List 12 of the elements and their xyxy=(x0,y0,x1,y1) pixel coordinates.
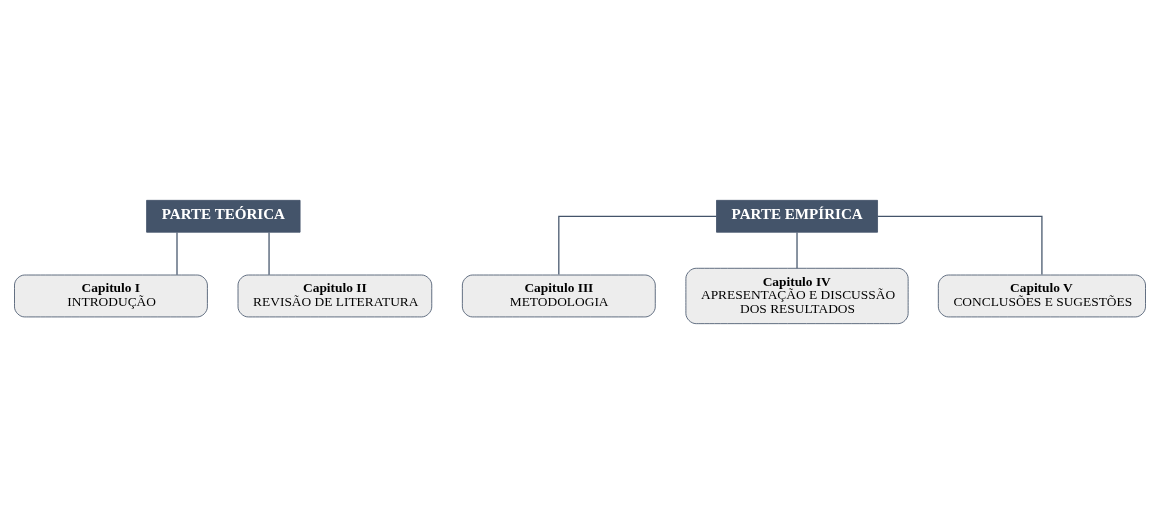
node-box: Capitulo V CONCLUSÕES E SUGESTÕES xyxy=(937,274,1146,318)
connector xyxy=(268,231,270,276)
connector xyxy=(796,231,798,269)
node-box: Capitulo IV APRESENTAÇÃO E DISCUSSÃO DOS RESULTADOS xyxy=(685,267,909,325)
node-box: PARTE EMPÍRICA xyxy=(716,199,878,233)
connector xyxy=(558,215,717,276)
node-box: Capitulo II REVISÃO DE LITERATURA xyxy=(237,274,433,318)
node-box: PARTE TEÓRICA xyxy=(146,199,301,233)
connector xyxy=(176,231,178,276)
node-box: Capitulo III METODOLOGIA xyxy=(461,274,656,318)
connector xyxy=(876,215,1043,276)
node-box: Capitulo I INTRODUÇÃO xyxy=(14,274,208,318)
